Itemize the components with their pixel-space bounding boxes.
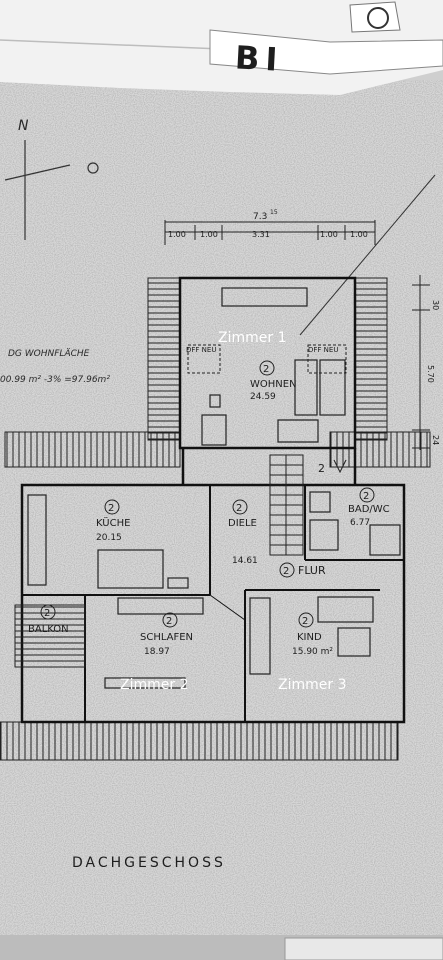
stairs [269, 454, 304, 556]
room-wohnen-number: 2 [263, 364, 269, 375]
dimension-seg-1: 1.00 [168, 230, 186, 239]
room-kueche-area: 20.15 [96, 533, 122, 543]
dimension-seg-4: 1.00 [320, 230, 338, 239]
room-kueche-number: 2 [108, 503, 114, 514]
room-diele-area: 14.61 [232, 556, 258, 566]
dimension-right-top: 30 [431, 300, 440, 310]
area-note-title: DG WOHNFLÄCHE [8, 348, 90, 359]
top-dimension-line [164, 220, 376, 245]
dimension-total-sup: 15 [270, 209, 278, 216]
north-arrow [4, 140, 99, 240]
furniture [27, 287, 401, 689]
room-kind-number: 2 [302, 616, 308, 627]
stair-marker: 2 [318, 462, 325, 475]
room-markers [40, 360, 375, 628]
room-wohnen-area: 24.59 [250, 392, 276, 402]
dimension-right-low: 24 [431, 435, 440, 445]
dff-left: DFF NEU [186, 346, 216, 354]
room-schlafen-area: 18.97 [144, 647, 170, 657]
area-note-calc: 00.99 m² -3% =97.96m² [0, 375, 110, 385]
room-kind-area: 15.90 m² [292, 647, 333, 657]
dimension-right-mid: 5.70 [426, 365, 435, 383]
room-kueche-name: KÜCHE [96, 516, 130, 529]
zone-label-1: Zimmer 1 [218, 330, 286, 346]
room-flur-name: FLUR [298, 564, 326, 577]
zone-label-3: Zimmer 3 [278, 677, 346, 693]
room-schlafen-number: 2 [166, 616, 172, 627]
north-label: N [18, 118, 29, 134]
brand-logo-text: BI [234, 38, 284, 78]
brochure-top [0, 0, 443, 95]
room-kind-name: KIND [297, 632, 322, 643]
walls [20, 276, 406, 724]
zone-label-2: Zimmer 2 [120, 677, 188, 693]
room-schlafen-name: SCHLAFEN [140, 632, 193, 643]
dimension-seg-2: 1.00 [200, 230, 218, 239]
room-bad-number: 2 [363, 491, 369, 502]
room-bad-name: BAD/WC [348, 504, 390, 515]
room-bad-area: 6.77 [350, 518, 370, 528]
room-balkon-number: 2 [44, 608, 50, 619]
dimension-total: 7.3 [253, 212, 267, 222]
dimension-seg-3: 3.31 [252, 230, 270, 239]
room-balkon-name: BALKON [28, 624, 69, 635]
room-diele-name: DIELE [228, 518, 257, 529]
roof-hatch [0, 277, 431, 761]
room-diele-number: 2 [236, 503, 242, 514]
room-wohnen-name: WOHNEN [250, 379, 297, 390]
plan-title: DACHGESCHOSS [72, 855, 226, 871]
room-flur-number: 2 [283, 566, 289, 577]
dff-right: DFF NEU [308, 346, 338, 354]
dimension-seg-5: 1.00 [350, 230, 368, 239]
